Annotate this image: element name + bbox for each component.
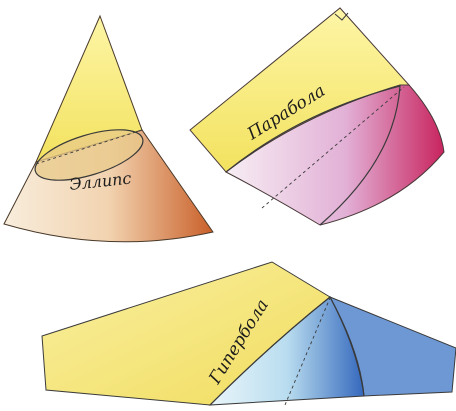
- ellipse-cone: Эллипс: [4, 16, 213, 242]
- hyperbola-cone: Гипербола: [42, 262, 456, 405]
- parabola-cone: Парабола: [190, 8, 444, 225]
